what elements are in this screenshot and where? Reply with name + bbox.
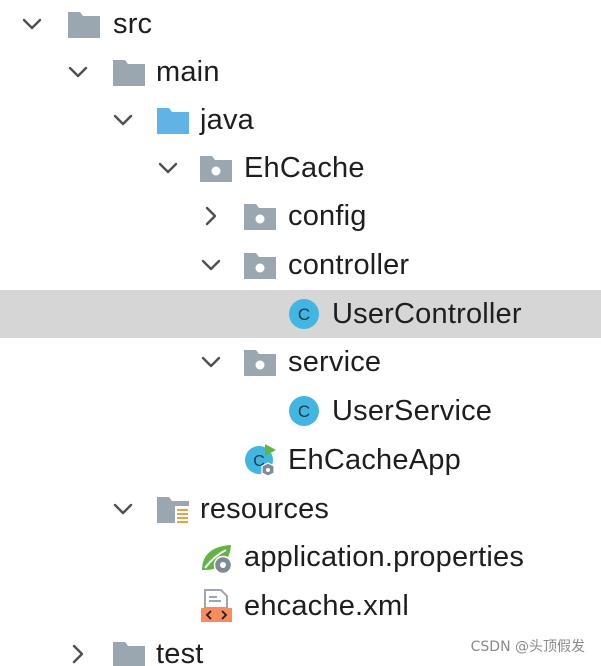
svg-text:C: C [298,402,310,421]
package-icon [200,156,232,182]
chevron-down-icon[interactable] [66,60,90,84]
tree-node-label: UserController [332,298,522,330]
chevron-down-icon[interactable] [199,350,223,374]
tree-node-label: src [113,8,153,40]
tree-node-application-properties[interactable]: application.properties [0,533,601,581]
tree-node-user-service[interactable]: C UserService [0,387,601,435]
spring-boot-app-icon: C [245,444,276,477]
source-root-folder-icon [157,108,189,134]
tree-node-label: EhCacheApp [288,444,461,476]
spring-properties-icon [202,545,233,574]
tree-node-label: EhCache [244,152,365,184]
chevron-down-icon[interactable] [111,108,135,132]
tree-node-label: config [288,200,367,232]
watermark-text: CSDN @头顶假发 [470,639,585,655]
tree-node-java[interactable]: java [0,96,601,144]
tree-node-ehcache-xml[interactable]: ehcache.xml [0,582,601,630]
tree-node-ehcache-app[interactable]: C EhCacheApp [0,436,601,484]
tree-node-main[interactable]: main [0,48,601,96]
chevron-down-icon[interactable] [199,253,223,277]
tree-node-label: main [156,56,220,88]
tree-node-label: resources [200,493,330,525]
tree-node-service[interactable]: service [0,338,601,386]
tree-node-label: ehcache.xml [244,590,409,622]
package-icon [244,204,276,230]
svg-text:C: C [298,305,310,324]
tree-node-label: UserService [332,395,493,427]
java-class-icon: C [289,396,319,426]
tree-node-config[interactable]: config [0,192,601,240]
tree-node-label: application.properties [244,541,525,573]
tree-node-resources[interactable]: resources [0,485,601,533]
java-class-icon: C [289,299,319,329]
chevron-right-icon[interactable] [199,204,223,228]
folder-icon [113,642,145,666]
tree-node-label: controller [288,249,410,281]
tree-node-label: java [200,104,254,136]
resources-folder-icon [157,497,189,525]
package-icon [244,350,276,376]
package-icon [244,253,276,279]
tree-node-ehcache-package[interactable]: EhCache [0,144,601,192]
tree-node-controller[interactable]: controller [0,241,601,289]
svg-text:C: C [253,453,265,470]
folder-icon [113,60,145,86]
chevron-down-icon[interactable] [111,497,135,521]
chevron-right-icon[interactable] [66,642,90,666]
tree-node-src[interactable]: src [0,0,601,48]
tree-node-label: service [288,346,382,378]
chevron-down-icon[interactable] [156,156,180,180]
tree-node-user-controller[interactable]: C UserController [0,290,601,338]
folder-icon [68,12,100,38]
chevron-down-icon[interactable] [20,12,44,36]
tree-node-label: test [156,638,204,666]
xml-file-icon [201,589,232,622]
tree-node-test[interactable]: test [0,630,601,666]
